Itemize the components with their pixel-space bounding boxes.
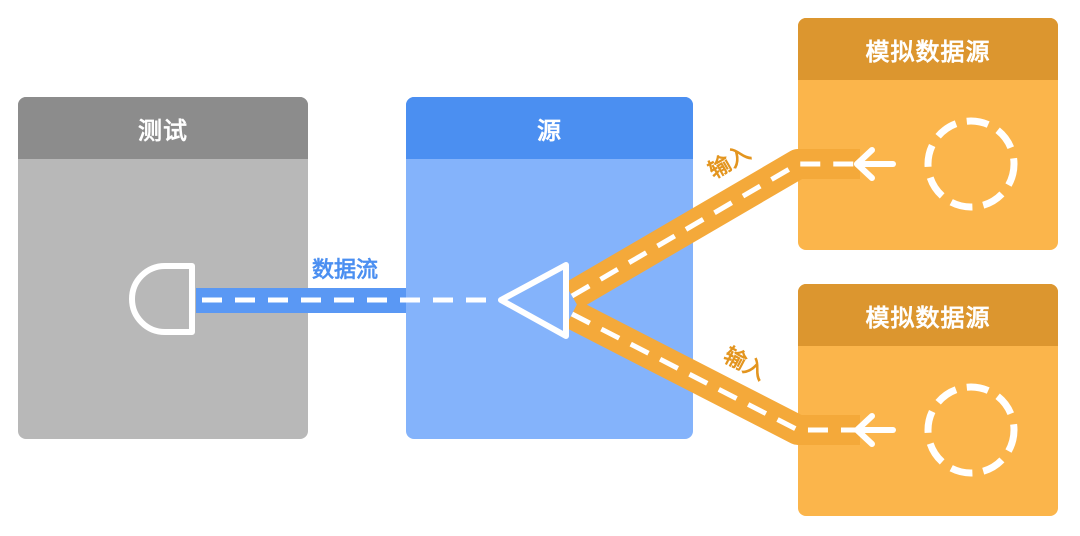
dashed-circle-icon xyxy=(924,117,1018,211)
data-flow-stream xyxy=(196,288,492,313)
input-stream-top xyxy=(564,149,860,309)
left-arrow-icon xyxy=(854,413,896,447)
test-box-title: 测试 xyxy=(18,97,308,159)
data-flow-label: 数据流 xyxy=(312,257,378,283)
dashed-circle-icon xyxy=(924,383,1018,477)
mock-source-title-bottom: 模拟数据源 xyxy=(798,284,1058,346)
mock-source-title-top: 模拟数据源 xyxy=(798,18,1058,80)
mock-source-box-top: 模拟数据源 xyxy=(798,18,1058,250)
input-stream-bottom xyxy=(565,300,860,445)
test-box: 测试 xyxy=(18,97,308,439)
left-arrow-icon xyxy=(854,147,896,181)
d-shape-consumer-icon xyxy=(129,263,195,335)
triangle-merge-icon xyxy=(498,262,569,339)
source-box-title: 源 xyxy=(406,97,693,159)
mock-source-box-bottom: 模拟数据源 xyxy=(798,284,1058,516)
